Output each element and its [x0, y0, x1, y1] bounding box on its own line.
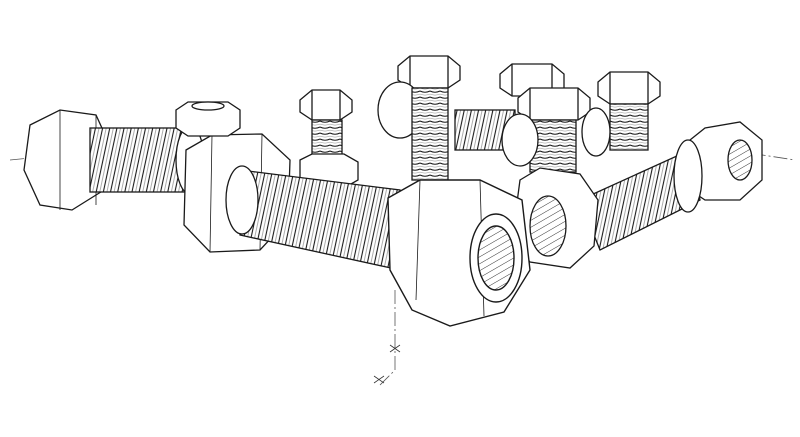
bolt-vertical-back-4	[597, 71, 661, 151]
bolt-vertical-back-2	[377, 55, 461, 181]
bolt-horizontal-right	[579, 121, 763, 251]
nut-front-center	[387, 179, 531, 327]
centerline-vertical	[379, 290, 396, 386]
bolt-horizontal-front	[183, 133, 401, 271]
centerline-ticks	[373, 344, 401, 384]
bolt-horizontal-left	[23, 109, 205, 211]
bolt-vertical-back-1	[299, 89, 359, 189]
nut-small-upper	[175, 101, 241, 137]
nut-right-front	[511, 167, 599, 269]
bolt-vertical-back-3	[501, 87, 611, 173]
